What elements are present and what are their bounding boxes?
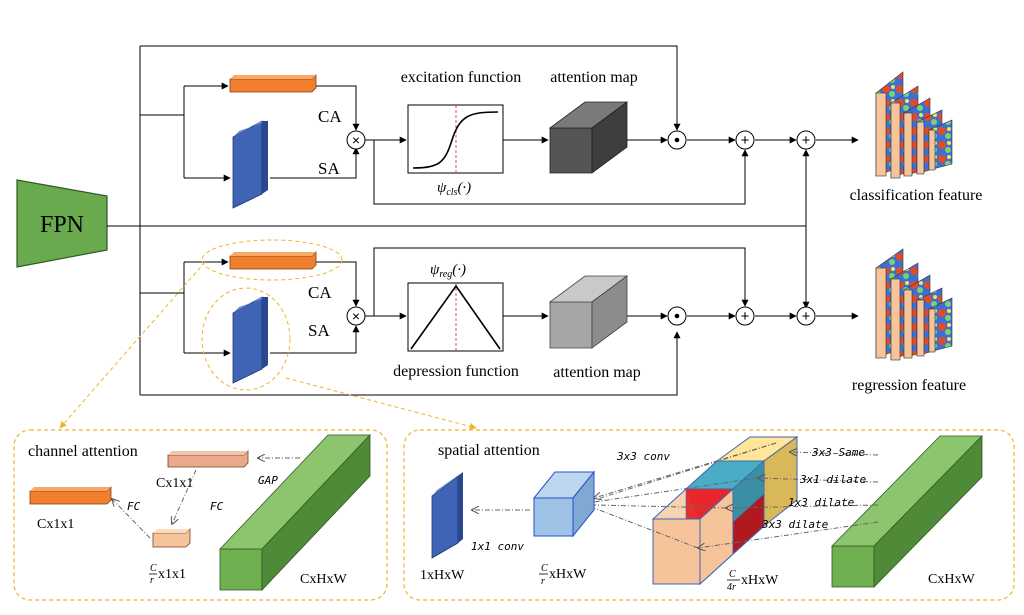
zoom-highlights: [59, 239, 477, 430]
top-sa-block: [232, 120, 268, 209]
spatial-attention-panel: spatial attention CxHxW C: [403, 429, 1015, 601]
bottom-plus-operator-1: +: [735, 306, 755, 326]
excitation-function-label: excitation function: [401, 69, 521, 86]
ca-reduced-den: r: [150, 575, 154, 586]
psi-reg-label: ψreg(·): [430, 262, 466, 280]
top-sa-label: SA: [318, 159, 340, 178]
sa-dilate13-label: 1x3 dilate: [788, 496, 855, 509]
bottom-attention-map-label: attention map: [553, 364, 641, 381]
svg-text:+: +: [741, 308, 750, 325]
sa-split-blocks: [651, 436, 799, 586]
sa-conv3x3-label: 3x3 conv: [616, 450, 670, 463]
sa-split-den: 4r: [727, 582, 736, 593]
regression-feature-label: regression feature: [852, 377, 966, 394]
svg-text:×: ×: [352, 308, 360, 324]
channel-attention-panel: channel attention CxHxW Cx1x1 C r x1x1 C…: [13, 429, 388, 601]
top-ca-block: [229, 74, 317, 93]
sa-conv1x1-label: 1x1 conv: [471, 540, 524, 553]
sa-output-block: [431, 472, 463, 559]
depression-function-label: depression function: [393, 363, 519, 380]
svg-text:×: ×: [352, 132, 360, 148]
top-attention-map-label: attention map: [550, 69, 638, 86]
classification-feature-stack: [875, 71, 953, 179]
depression-function-box: [407, 282, 504, 352]
bottom-multiply-operator: ×: [346, 306, 366, 326]
ca-reduced-label: x1x1: [158, 567, 186, 582]
top-multiply-operator: ×: [346, 130, 366, 150]
ca-input-label: CxHxW: [300, 572, 347, 587]
svg-text:+: +: [741, 132, 750, 149]
spatial-attention-title: spatial attention: [438, 442, 540, 459]
psi-cls-label: ψcls(·): [437, 180, 471, 198]
fpn-label: FPN: [40, 212, 84, 238]
sa-mid-cube: [532, 470, 596, 538]
regression-feature-stack: [875, 248, 953, 361]
sa-split-num: C: [729, 569, 736, 580]
bottom-sa-block: [232, 296, 268, 384]
sa-mid-num: C: [541, 563, 548, 574]
ca-reduced-num: C: [150, 563, 157, 574]
sa-dilate33-label: 3x3 dilate: [761, 518, 829, 531]
ca-gap-label: GAP: [258, 474, 278, 487]
ca-reduced-block: [152, 528, 191, 548]
channel-attention-title: channel attention: [28, 443, 138, 460]
top-ca-label: CA: [318, 107, 342, 126]
fpn-block: FPN: [16, 179, 108, 268]
ca-fc-right-label: FC: [210, 500, 224, 513]
bottom-sa-label: SA: [308, 321, 330, 340]
top-plus-operator-2: +: [796, 130, 816, 150]
sa-mid-den: r: [541, 576, 545, 587]
svg-text:+: +: [802, 132, 811, 149]
ca-input-block: [219, 433, 371, 592]
bottom-attention-map-cube: [548, 275, 629, 349]
sa-dilate31-label: 3x1 dilate: [799, 473, 867, 486]
sa-same-label: 3x3 Same: [811, 446, 865, 459]
bottom-ca-label: CA: [308, 283, 332, 302]
bottom-plus-operator-2: +: [796, 306, 816, 326]
bottom-ca-block: [229, 251, 317, 270]
excitation-function-box: [407, 104, 504, 174]
sa-input-block: [831, 435, 983, 588]
ca-output-block: [29, 486, 112, 505]
ca-fc-left-label: FC: [127, 500, 141, 513]
ca-pooled-label: Cx1x1: [156, 476, 193, 491]
ca-pooled-block: [167, 450, 249, 468]
ca-output-label: Cx1x1: [37, 517, 74, 532]
sa-input-label: CxHxW: [928, 572, 975, 587]
classification-feature-label: classification feature: [850, 187, 983, 204]
sa-split-label: xHxW: [741, 573, 779, 588]
skip-connections: [107, 45, 859, 396]
top-dot-operator: [667, 130, 687, 150]
sa-mid-label: xHxW: [549, 567, 587, 582]
top-plus-operator-1: +: [735, 130, 755, 150]
top-attention-map-cube: [548, 101, 629, 174]
svg-text:+: +: [802, 308, 811, 325]
bottom-dot-operator: [667, 306, 687, 326]
sa-output-label: 1xHxW: [420, 568, 465, 583]
